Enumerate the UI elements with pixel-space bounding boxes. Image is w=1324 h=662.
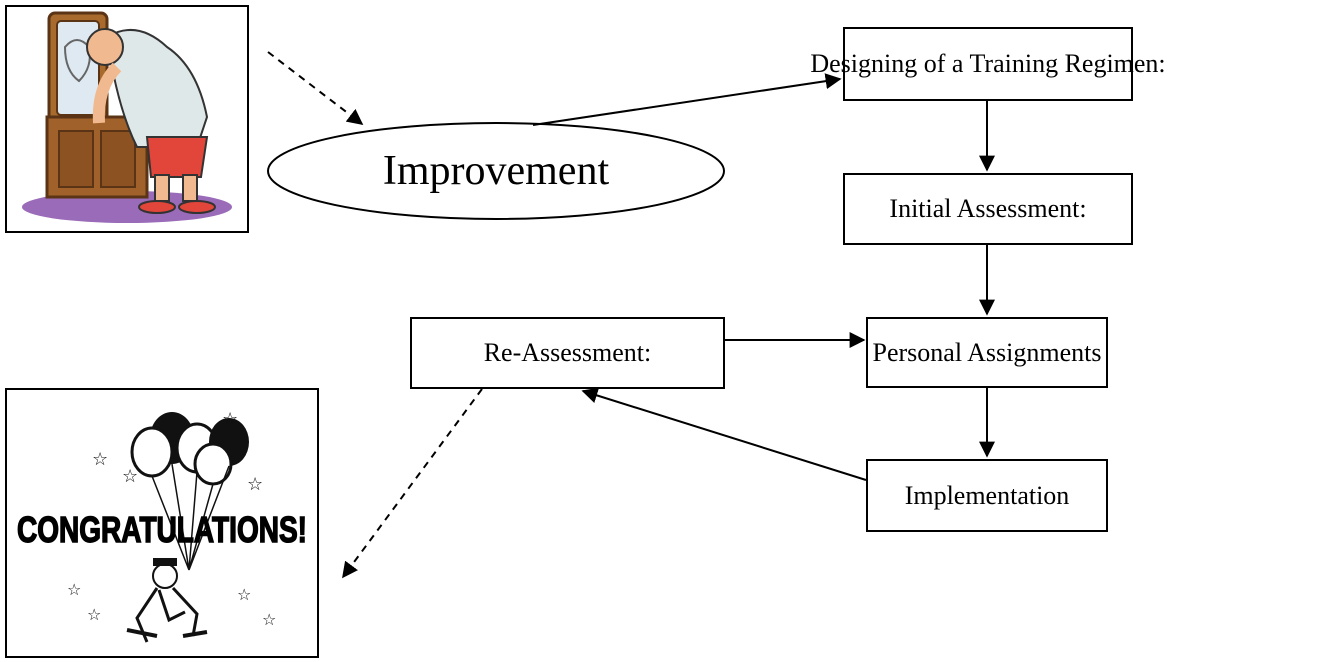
man-at-mirror-icon [22,11,232,223]
implementation-box: Implementation [866,459,1108,532]
congratulations-image: ☆ ☆ ☆ ☆ ☆ ☆ ☆ ☆ CONGRATULATIONS! [5,388,319,658]
svg-text:☆: ☆ [247,474,263,495]
arrow-improvement-to-designing [532,73,842,126]
reassessment-box: Re-Assessment: [410,317,725,389]
congratulations-icon: ☆ ☆ ☆ ☆ ☆ ☆ ☆ ☆ CONGRATULATIONS! [16,409,308,643]
svg-text:☆: ☆ [87,605,101,624]
svg-text:☆: ☆ [262,610,276,629]
svg-text:☆: ☆ [237,585,251,604]
initial-assessment-box: Initial Assessment: [843,173,1133,245]
man-at-mirror-image [5,5,249,233]
improvement-ellipse [267,122,725,220]
svg-text:☆: ☆ [122,466,138,487]
svg-text:☆: ☆ [92,449,108,470]
arrow-implementation-to-reassessment [581,387,867,481]
dashed-arrow-mirror-to-improvement [267,51,364,125]
improvement-label: Improvement [382,148,610,194]
personal-assignments-box: Personal Assignments [866,317,1108,388]
congratulations-text: CONGRATULATIONS! [17,509,307,550]
svg-text:☆: ☆ [67,580,81,599]
designing-box: Designing of a Training Regimen: [810,27,1166,101]
dashed-arrow-reassessment-to-congratulations [342,388,483,579]
svg-text:☆: ☆ [222,409,238,430]
